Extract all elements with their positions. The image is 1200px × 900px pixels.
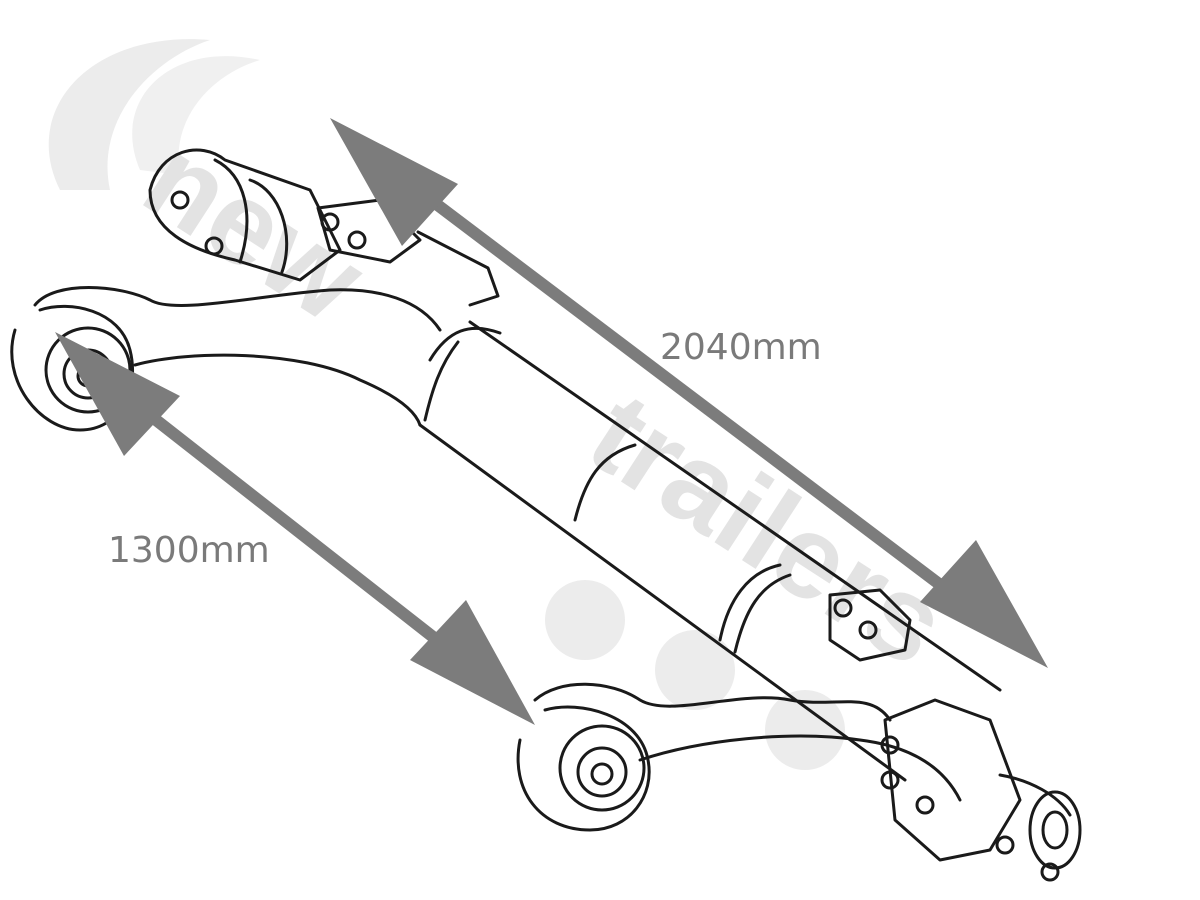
left-brake-lug [316,198,422,264]
dimension-arrow-overall-shaft [374,155,1004,635]
arrow-head-axle-arm-top [55,332,180,456]
arrow-head-overall-top [330,118,458,246]
beam-collar-2 [573,443,637,522]
right-trailing-arm-top [533,682,892,722]
left-bushing [44,326,132,414]
dimension-arrow-axle-arm-shaft [101,375,492,685]
left-trailing-arm-top [33,286,442,332]
arrow-head-overall-bottom [920,540,1048,668]
arrow-head-axle-arm-bottom [410,600,535,725]
axle-beam-bottom-edge [418,423,907,782]
right-stub-axle [883,698,1022,862]
axle-beam-top-edge [468,320,1002,692]
dimension-label-overall-length: 2040mm [660,327,822,368]
right-spindle-end [1028,790,1082,870]
left-stub-axle [148,148,342,282]
dimension-label-axle-arm-length: 1300mm [108,530,270,571]
right-brake-lug [828,588,912,662]
right-bushing [558,724,646,812]
beam-collar-1 [428,326,502,362]
beam-collar-3 [718,563,782,642]
